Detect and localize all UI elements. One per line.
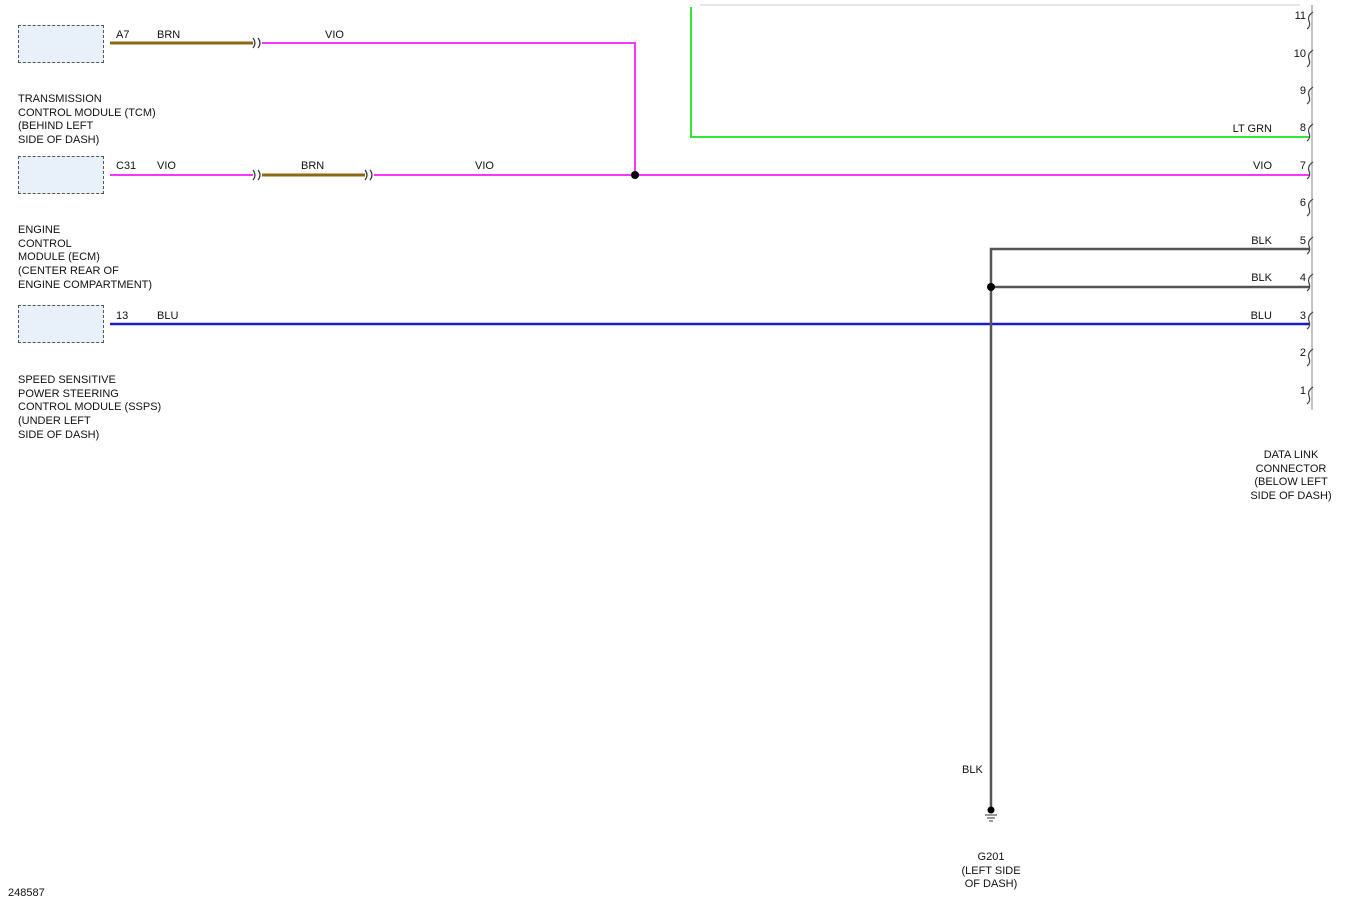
dlc-pin-number: 1 xyxy=(1299,385,1306,397)
dlc-pin-number: 10 xyxy=(1293,48,1306,60)
tcm-pin-label: A7 xyxy=(116,29,130,41)
ecm-pin-label: C31 xyxy=(116,160,137,172)
dlc-pin-number: 5 xyxy=(1299,235,1306,247)
wire-label: BLK xyxy=(1251,272,1272,284)
tcm-module-box xyxy=(18,25,104,63)
wire-label: VIO xyxy=(325,29,344,41)
wire-label: BRN xyxy=(301,160,325,172)
splice-vio xyxy=(631,171,639,179)
splice-blk xyxy=(987,283,995,291)
dlc-pin-number: 11 xyxy=(1294,10,1306,22)
dlc-pin-number: 6 xyxy=(1299,197,1306,209)
wire-label: BLU xyxy=(1250,310,1272,322)
wire-blk-pin5 xyxy=(989,247,1310,808)
inline-connector xyxy=(364,169,373,181)
dlc-pin-number: 4 xyxy=(1299,272,1306,284)
wire-label: BLU xyxy=(157,310,179,322)
figure-id: 248587 xyxy=(8,887,45,899)
dlc-pin-terminals xyxy=(1306,11,1314,405)
ssps-module-box xyxy=(18,305,104,343)
ssps-pin-label: 13 xyxy=(116,310,129,322)
wire-label: BLK xyxy=(1251,235,1272,247)
ecm-module-box xyxy=(18,156,104,194)
dlc-pin-number: 7 xyxy=(1299,160,1306,172)
wire-label: VIO xyxy=(475,160,494,172)
dlc-pin-number: 2 xyxy=(1299,347,1306,359)
wire-label: VIO xyxy=(1253,160,1272,172)
wire-label: VIO xyxy=(157,160,176,172)
wire-label: LT GRN xyxy=(1232,123,1272,135)
wire-lt-grn xyxy=(690,7,1310,138)
ground-symbol-icon xyxy=(985,814,997,822)
dlc-pin-number: 3 xyxy=(1299,310,1306,322)
inline-connector xyxy=(252,169,261,181)
wire-label: BRN xyxy=(157,29,181,41)
dlc-pin-number: 8 xyxy=(1299,122,1306,134)
ground-terminal xyxy=(987,806,995,814)
wire-label: BLK xyxy=(962,764,983,776)
wire-tcm-vio xyxy=(262,42,636,175)
inline-connector xyxy=(252,37,261,49)
dlc-pin-number: 9 xyxy=(1299,85,1306,97)
